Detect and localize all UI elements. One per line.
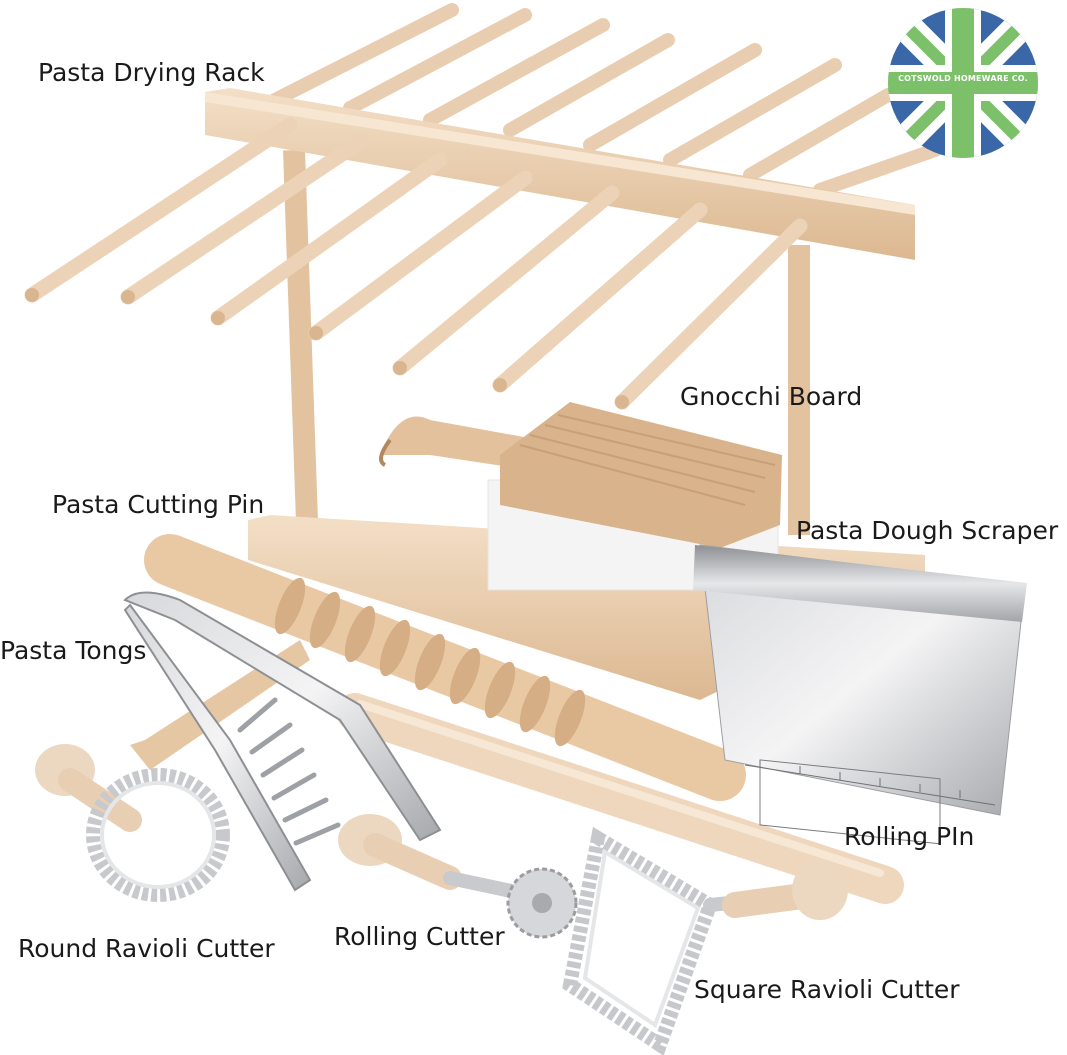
label-rolling-cutter: Rolling Cutter [334, 922, 505, 951]
label-square-ravioli-cutter: Square Ravioli Cutter [694, 975, 960, 1004]
brand-logo-text: COTSWOLD HOMEWARE CO. [898, 74, 1028, 83]
label-round-ravioli-cutter: Round Ravioli Cutter [18, 934, 275, 963]
label-pasta-dough-scraper: Pasta Dough Scraper [796, 516, 1059, 545]
round-ravioli-cutter [35, 744, 230, 902]
label-pasta-drying-rack: Pasta Drying Rack [38, 58, 265, 87]
label-pasta-cutting-pin: Pasta Cutting Pin [52, 490, 265, 519]
pasta-cutting-pin [144, 534, 746, 801]
brand-logo [888, 8, 1038, 158]
rolling-pin [336, 693, 904, 904]
label-rolling-pin: Rolling PIn [844, 822, 975, 851]
pasta-tongs [123, 591, 442, 892]
pasta-dough-scraper [693, 544, 1027, 845]
square-ravioli-cutter [562, 826, 848, 1055]
rolling-cutter [338, 814, 578, 939]
label-pasta-tongs: Pasta Tongs [0, 636, 147, 665]
label-gnocchi-board: Gnocchi Board [680, 382, 863, 411]
